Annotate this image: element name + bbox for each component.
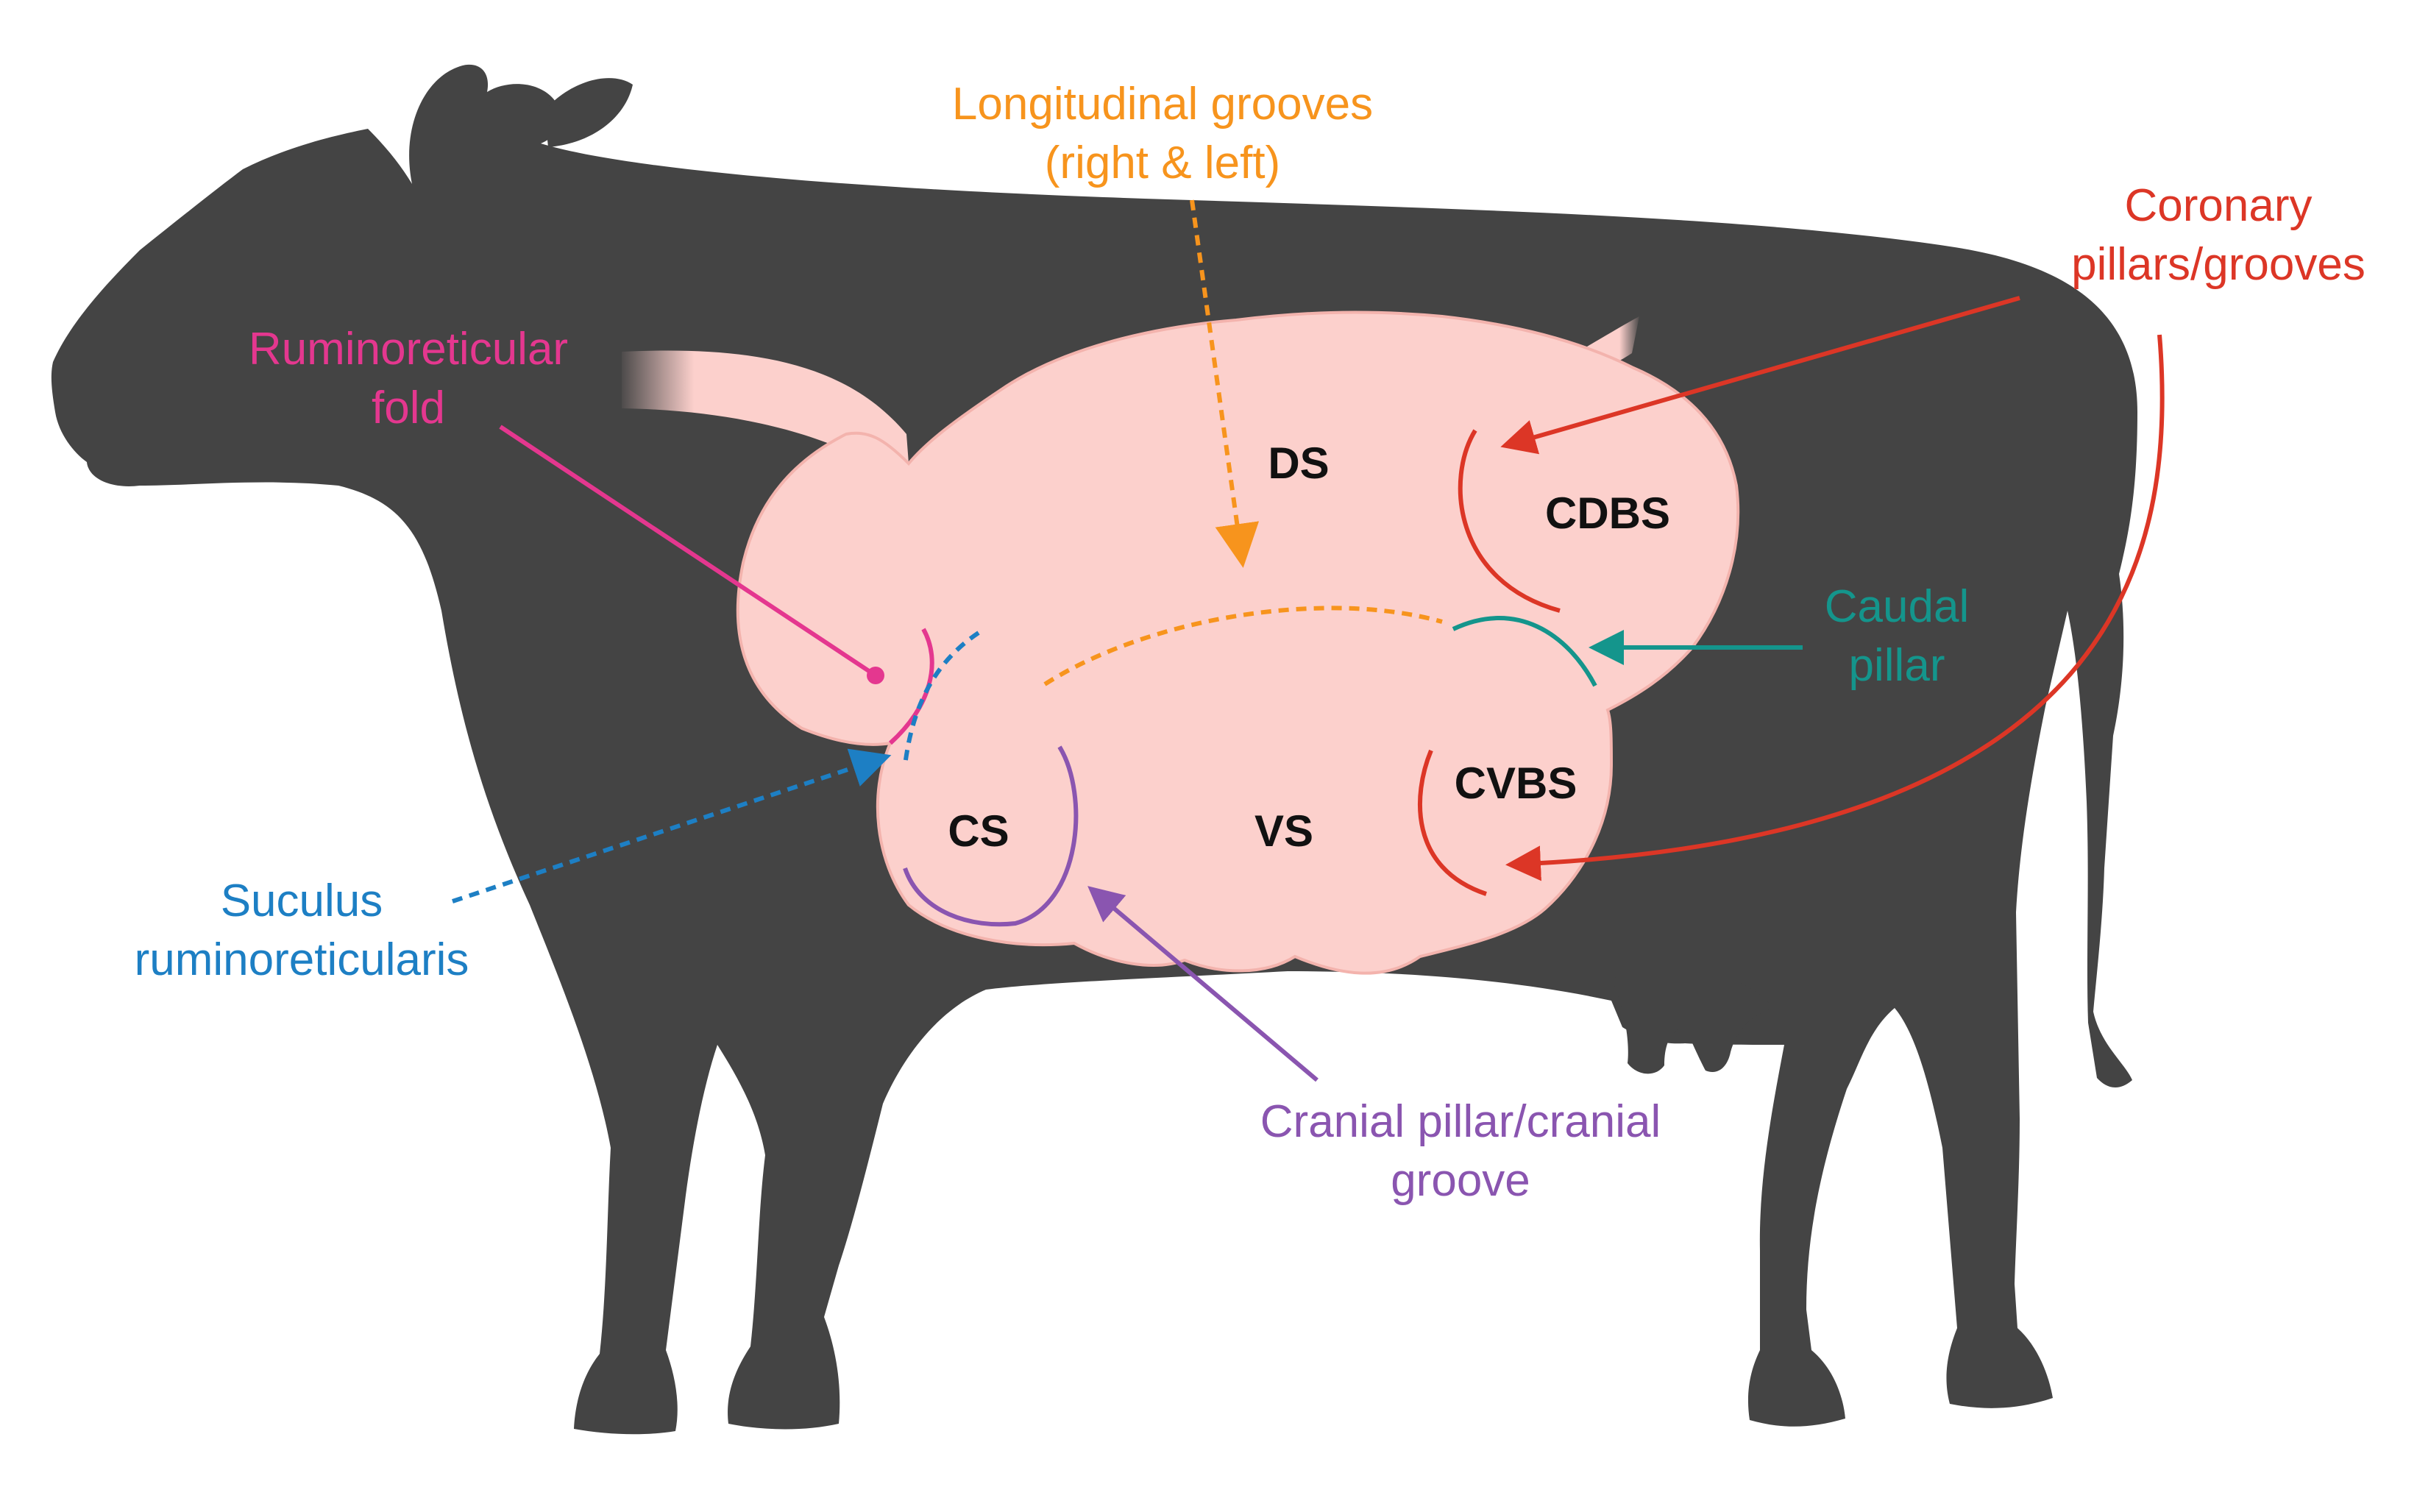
labels: Longitudinal grooves (right & left) Coro…: [135, 79, 2365, 1206]
caudal-pillar-line: [1452, 616, 1597, 687]
label-ruminoreticular-2: fold: [372, 383, 445, 433]
cow-udder: [1611, 969, 1773, 1074]
region-cdbs: CDBS: [1545, 489, 1670, 538]
coronary-groove-ventral: [1417, 749, 1487, 896]
cranial-pillar-line: [903, 745, 1079, 927]
label-sulcus-1: Suculus: [221, 876, 383, 926]
region-vs: VS: [1254, 806, 1313, 856]
sulcus-line: [903, 631, 980, 766]
label-coronary-1: Coronary: [2125, 180, 2313, 231]
label-caudal-2: pillar: [1849, 640, 1945, 691]
ruminoreticular-leader: [499, 425, 877, 678]
sulcus-arrow: [452, 748, 892, 904]
callouts: [452, 199, 2165, 1082]
coronary-arrow-upper: [1500, 296, 2020, 455]
label-caudal-1: Caudal: [1825, 581, 1969, 632]
region-ds: DS: [1268, 439, 1329, 488]
ruminoreticular-dot: [867, 667, 884, 684]
label-longitudinal-1: Longitudinal grooves: [952, 79, 1373, 129]
rumen: DS CDBS CVBS CS VS: [622, 310, 1740, 975]
label-cranial-2: groove: [1391, 1155, 1530, 1206]
label-sulcus-2: ruminoreticularis: [135, 934, 469, 985]
label-cranial-1: Cranial pillar/cranial: [1260, 1096, 1661, 1147]
longitudinal-arrow: [1190, 199, 1260, 568]
longitudinal-groove: [1043, 606, 1443, 686]
rumen-outline: [736, 310, 1740, 975]
coronary-arrow-lower: [1505, 334, 2165, 881]
label-longitudinal-2: (right & left): [1045, 138, 1280, 188]
label-ruminoreticular-1: Ruminoreticular: [249, 324, 568, 375]
cranial-arrow: [1087, 886, 1318, 1082]
cow-ear: [544, 78, 633, 147]
region-cvbs: CVBS: [1455, 759, 1577, 808]
label-coronary-2: pillars/grooves: [2071, 239, 2365, 290]
region-cs: CS: [948, 806, 1009, 856]
coronary-groove-dorsal: [1458, 429, 1561, 613]
esophagus: [622, 350, 911, 493]
